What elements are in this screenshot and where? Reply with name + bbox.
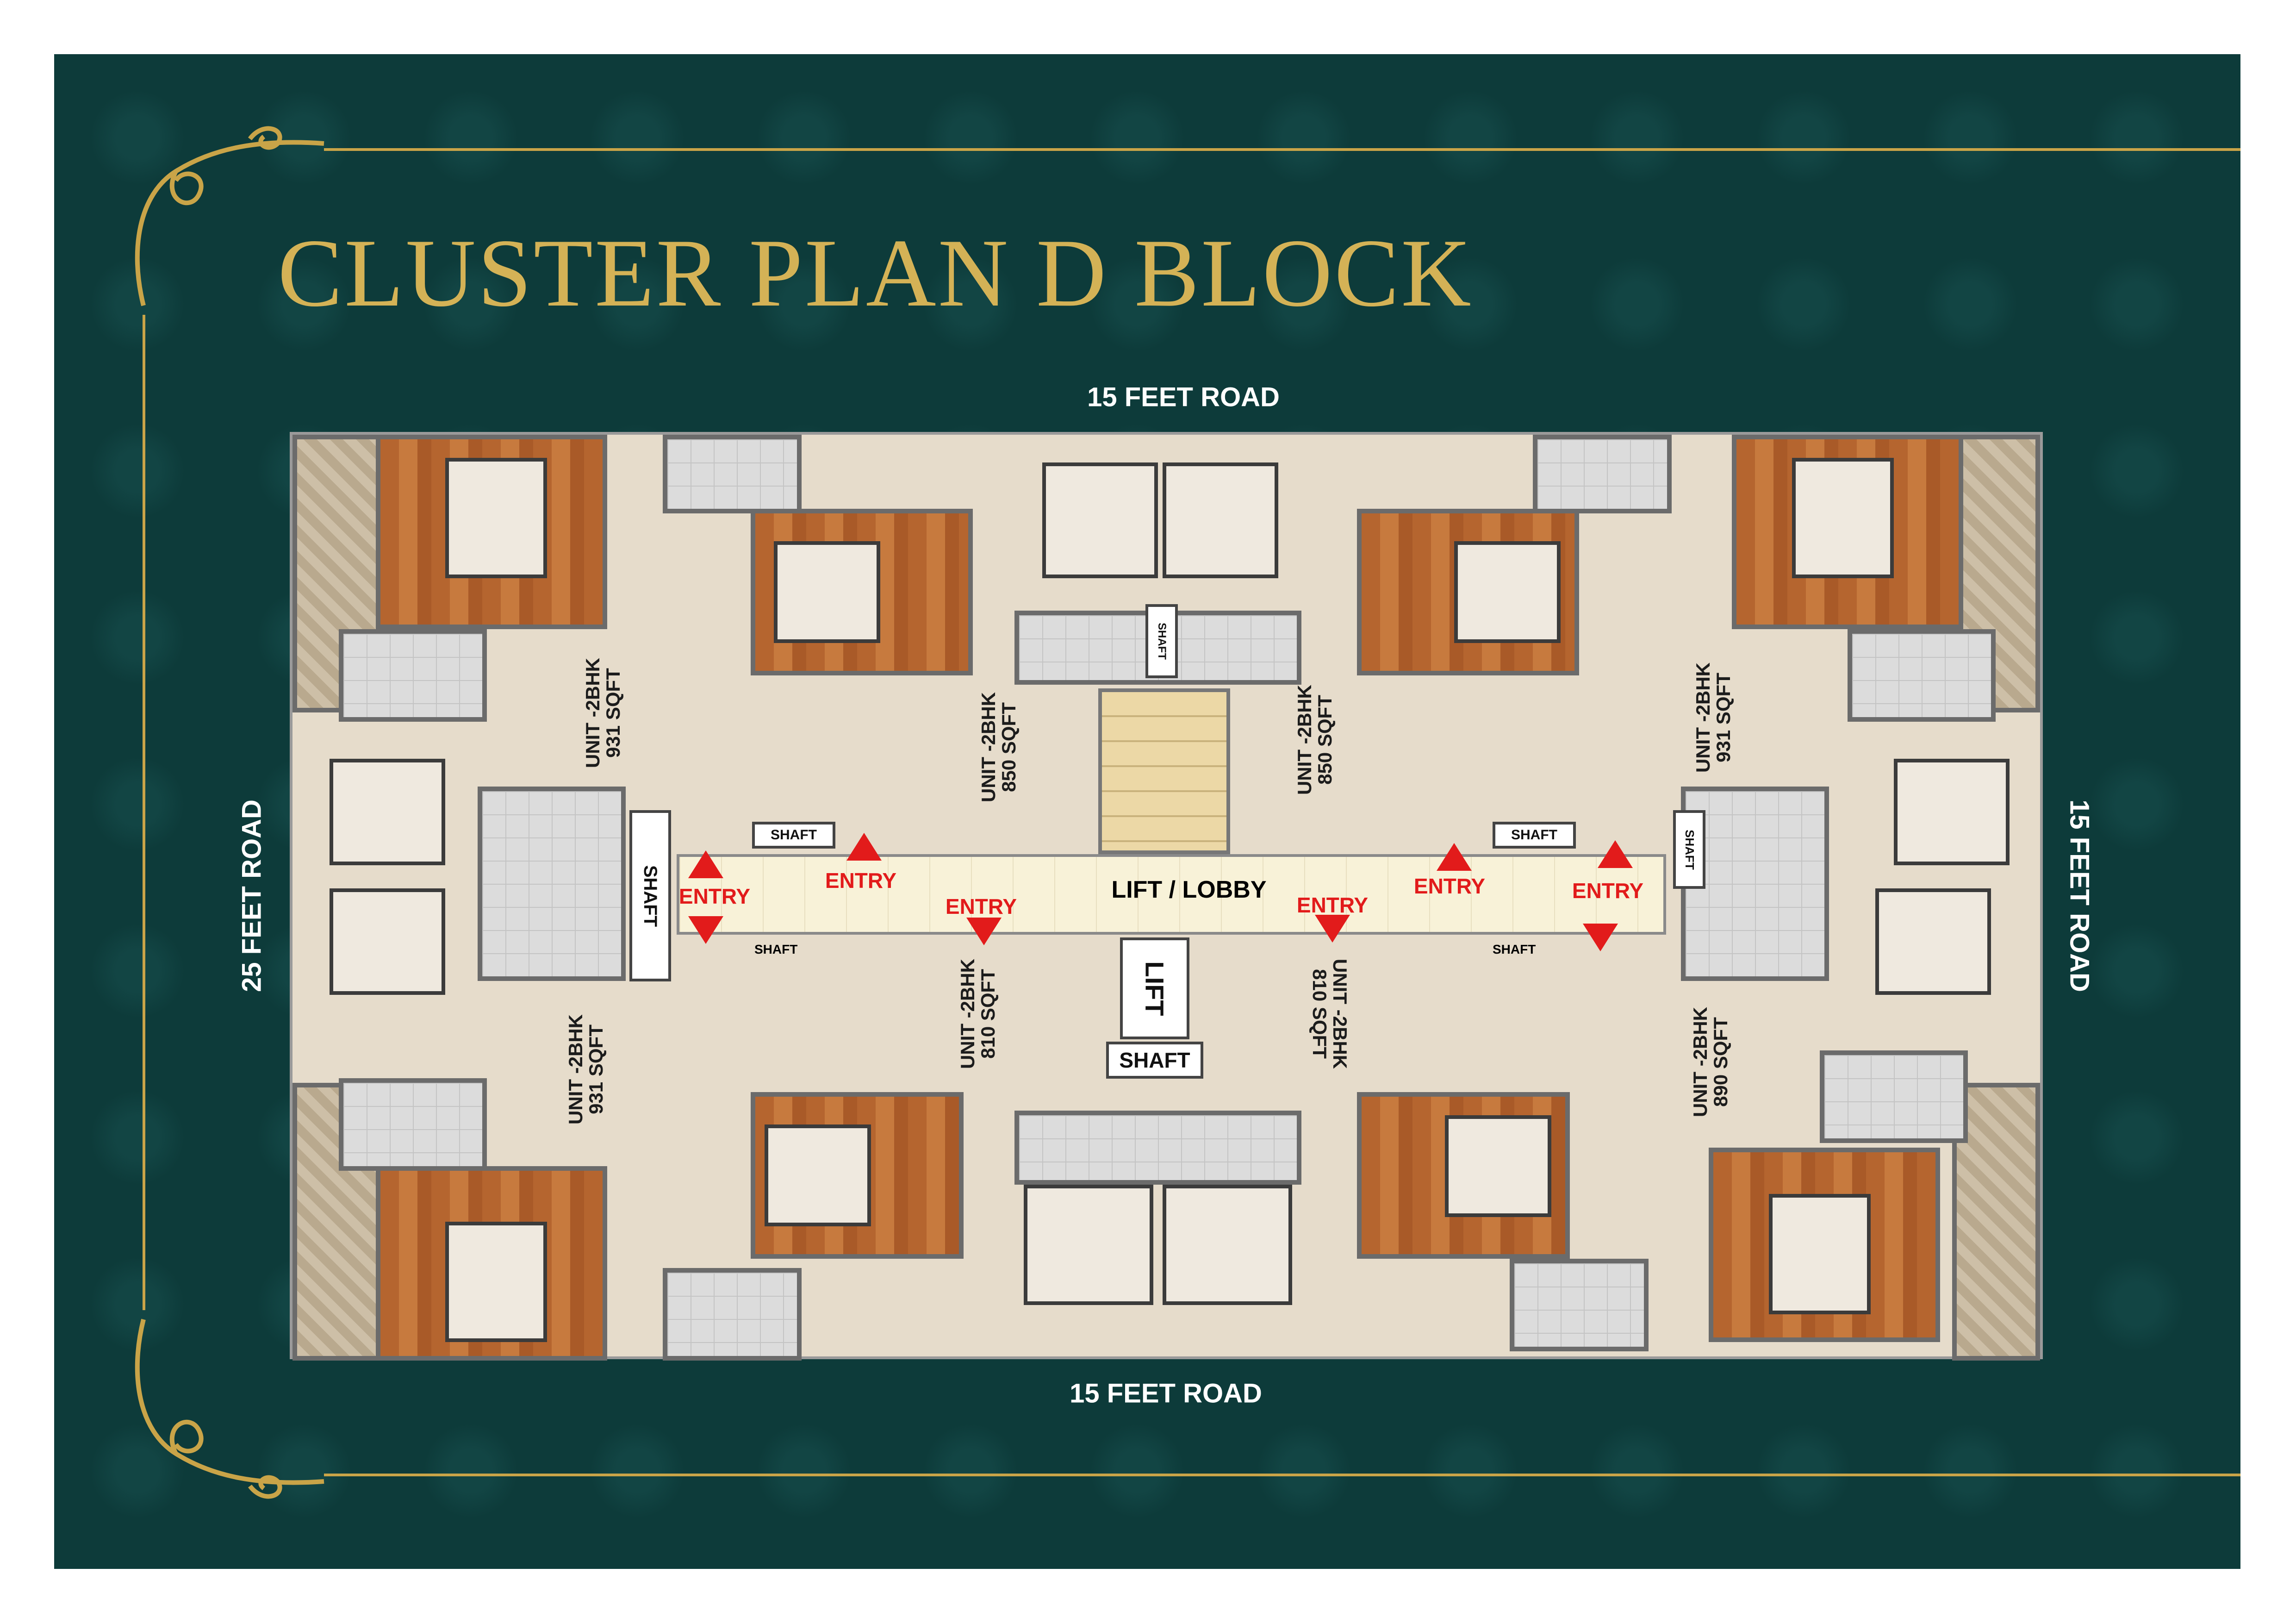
entry-arrow-down-icon <box>688 916 723 944</box>
entry-label: ENTRY <box>678 884 751 908</box>
shaft: SHAFT <box>629 810 671 981</box>
ornament-corner-icon <box>135 126 324 306</box>
ornament-corner-icon <box>135 1318 324 1499</box>
shaft-label: SHAFT <box>1119 1048 1190 1072</box>
entry-label: ENTRY <box>1296 893 1369 917</box>
gold-border-top <box>324 148 2240 151</box>
road-label-right: 15 FEET ROAD <box>2064 800 2095 992</box>
lobby-label: LIFT / LOBBY <box>1111 876 1267 903</box>
gold-border-bottom <box>324 1474 2240 1476</box>
shaft: SHAFT <box>1106 1042 1203 1079</box>
gold-border-left <box>143 315 145 1310</box>
shaft-label: SHAFT <box>640 865 661 927</box>
shaft-label: SHAFT <box>1682 829 1697 870</box>
road-label-top: 15 FEET ROAD <box>1087 382 1280 412</box>
entry-label: ENTRY <box>1572 879 1644 903</box>
shaft: SHAFT <box>1673 810 1705 889</box>
entry-arrow-up-icon <box>1598 840 1633 868</box>
staircase <box>1098 688 1230 854</box>
lift-label: LIFT <box>1140 961 1170 1016</box>
shaft-label: SHAFT <box>1511 827 1557 843</box>
lift-lobby <box>677 854 1666 935</box>
entry-label: ENTRY <box>1413 874 1486 898</box>
shaft-label: SHAFT <box>1493 942 1536 956</box>
lift: LIFT <box>1120 937 1189 1039</box>
shaft: SHAFT <box>1145 604 1178 678</box>
entry-arrow-up-icon <box>846 833 882 861</box>
shaft: SHAFT <box>752 822 835 849</box>
entry-arrow-down-icon <box>1583 924 1618 951</box>
shaft-label: SHAFT <box>1156 623 1168 660</box>
shaft-label: SHAFT <box>771 827 817 843</box>
page-title: CLUSTER PLAN D BLOCK <box>278 219 1473 327</box>
shaft-label: SHAFT <box>754 942 798 956</box>
entry-arrow-up-icon <box>1437 843 1472 871</box>
shaft: SHAFT <box>1493 822 1576 849</box>
entry-label: ENTRY <box>945 894 1017 918</box>
entry-arrow-up-icon <box>688 850 723 878</box>
entry-label: ENTRY <box>825 868 897 893</box>
entry-arrow-down-icon <box>1315 915 1350 943</box>
road-label-bottom: 15 FEET ROAD <box>1070 1378 1262 1409</box>
entry-arrow-down-icon <box>966 918 1002 945</box>
road-label-left: 25 FEET ROAD <box>236 800 267 992</box>
